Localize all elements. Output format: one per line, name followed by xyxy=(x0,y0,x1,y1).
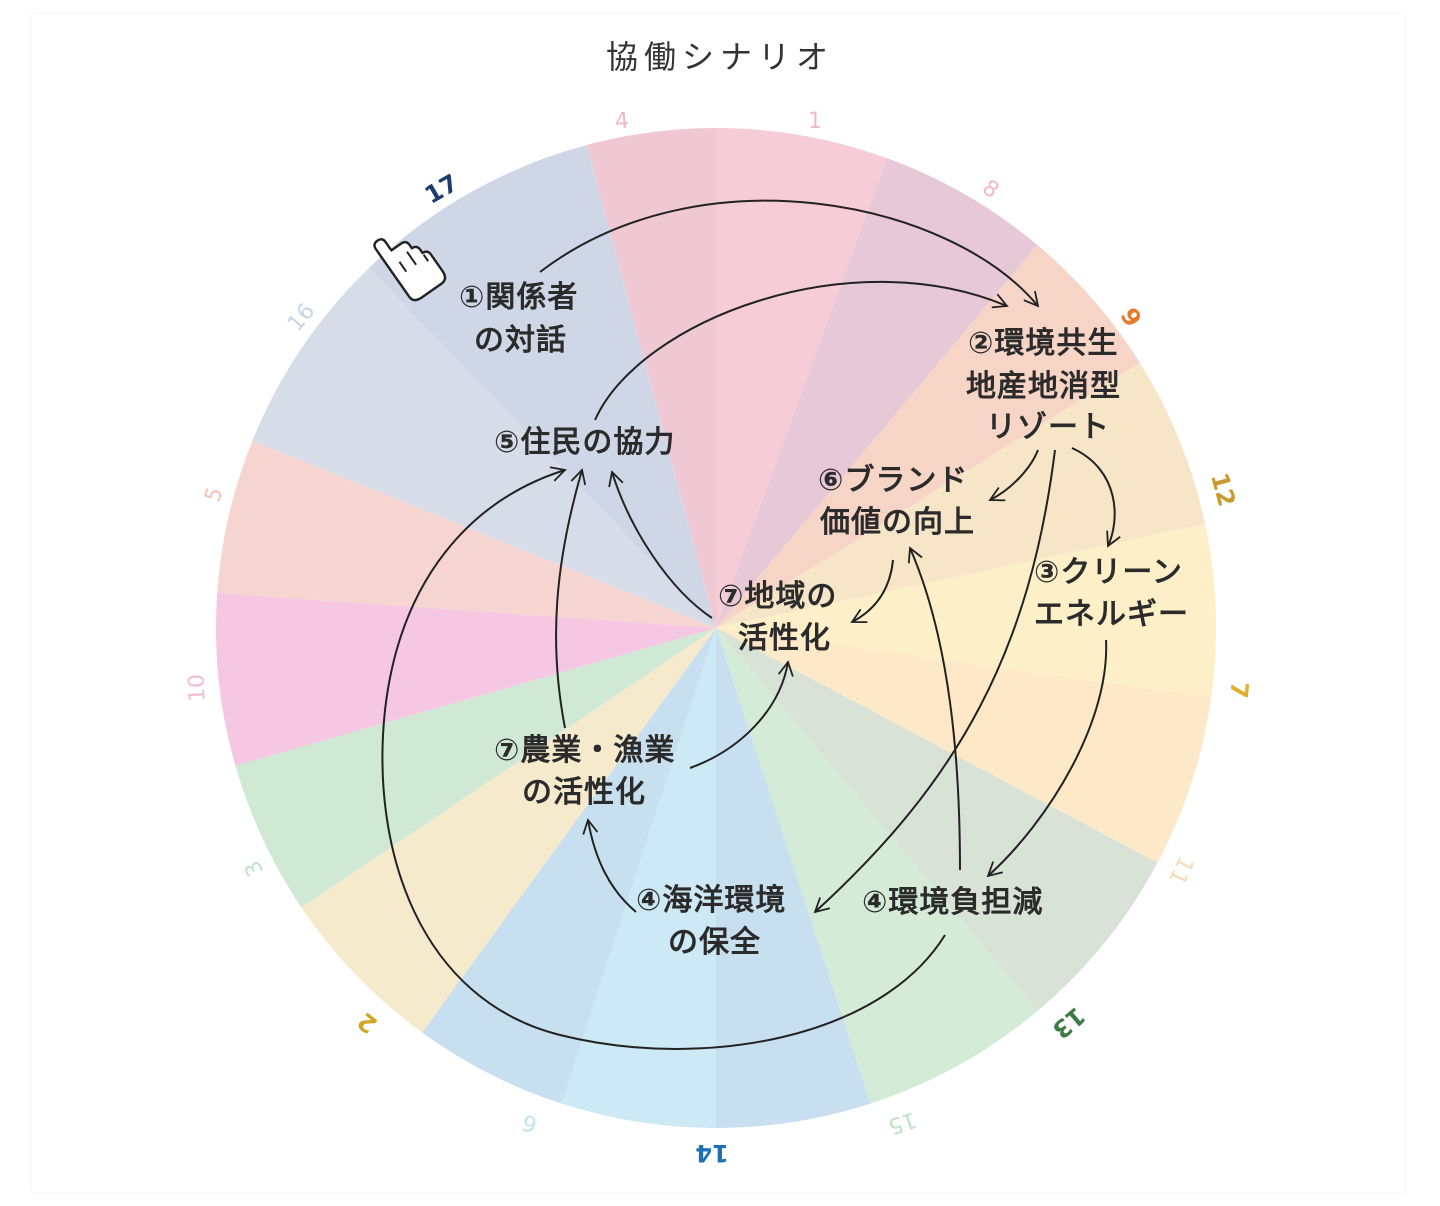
sdg-number-10: 10 xyxy=(185,674,211,703)
wedge-10 xyxy=(215,593,717,766)
sdg-number-7: 7 xyxy=(1224,681,1253,700)
wedge-14 xyxy=(422,628,716,1104)
sdg-number-5: 5 xyxy=(200,484,228,505)
node-4b-label: ④海洋環境 の保全 xyxy=(636,883,798,960)
arrow-4a-to-6 xyxy=(907,546,961,871)
sdg-number-2: 2 xyxy=(352,1007,382,1039)
wedge-5 xyxy=(217,440,716,628)
sdg-number-3: 3 xyxy=(240,856,269,880)
node-4a-label: ④環境負担減 xyxy=(862,885,1043,920)
diagram-title: 協働シナリオ xyxy=(605,38,834,76)
sdg-number-12: 12 xyxy=(1205,470,1241,510)
scenario-nodes: ①関係者 の対話 ②環境共生 地産地消型 リゾート ③クリーン エネルギー ④環… xyxy=(459,280,1194,960)
arrow-7b-to-5 xyxy=(555,468,587,729)
wedge-1 xyxy=(716,128,887,628)
node-7a-label: ⑦地域の 活性化 xyxy=(718,579,849,656)
arrow-6-to-7a xyxy=(850,559,894,624)
arrow-4a-to-5-loop xyxy=(381,466,946,1050)
node-5-label: ⑤住民の協力 xyxy=(494,425,675,460)
wedge-15 xyxy=(716,628,1038,1104)
pointing-hand-icon xyxy=(373,238,447,302)
sdg-number-6: 6 xyxy=(519,1108,540,1136)
node-1-label: ①関係者 の対話 xyxy=(459,280,590,358)
wedge-8 xyxy=(716,158,1038,628)
wedge-9 xyxy=(716,245,1140,628)
wedge-6 xyxy=(561,628,716,1128)
node-6-label: ⑥ブランド 価値の向上 xyxy=(818,463,980,540)
wedge-2 xyxy=(301,628,716,1033)
arrow-4b-to-7b xyxy=(582,818,637,913)
sdg-number-11: 11 xyxy=(1163,852,1197,888)
scenario-arrows xyxy=(381,199,1121,1050)
wedge-17 xyxy=(368,145,716,628)
wedge-4 xyxy=(586,127,716,629)
sdg-number-4: 4 xyxy=(614,108,630,134)
arrow-2-to-3 xyxy=(1071,447,1121,548)
sdg-number-15: 15 xyxy=(885,1106,919,1138)
node-7b-label: ⑦農業・漁業 の活性化 xyxy=(494,733,687,810)
node-3-label: ③クリーン エネルギー xyxy=(1034,555,1194,632)
node-2-label: ②環境共生 地産地消型 リゾート xyxy=(966,326,1132,445)
sdg-wedges xyxy=(215,127,1216,1128)
arrow-7b-to-7a xyxy=(689,660,794,769)
arrow-3-to-4a xyxy=(986,639,1108,878)
wedge-11 xyxy=(716,628,1212,863)
wedge-14 xyxy=(716,628,871,1128)
arrow-7a-to-5 xyxy=(608,470,713,619)
sdg-number-8: 8 xyxy=(977,175,1003,204)
sdg-number-13: 13 xyxy=(1047,1001,1091,1044)
arrow-1-to-2 xyxy=(539,199,1040,308)
wedge-12 xyxy=(716,363,1206,628)
wedge-13 xyxy=(716,628,1158,1011)
arrow-2-to-4b xyxy=(813,449,1056,914)
sdg-number-14: 14 xyxy=(695,1139,728,1167)
sdg-number-1: 1 xyxy=(808,109,822,134)
arrow-5-to-2 xyxy=(594,280,1009,421)
wedge-16 xyxy=(252,268,716,628)
wedge-7 xyxy=(716,524,1216,698)
arrow-2-to-6 xyxy=(988,449,1039,502)
wedge-3 xyxy=(235,628,716,908)
